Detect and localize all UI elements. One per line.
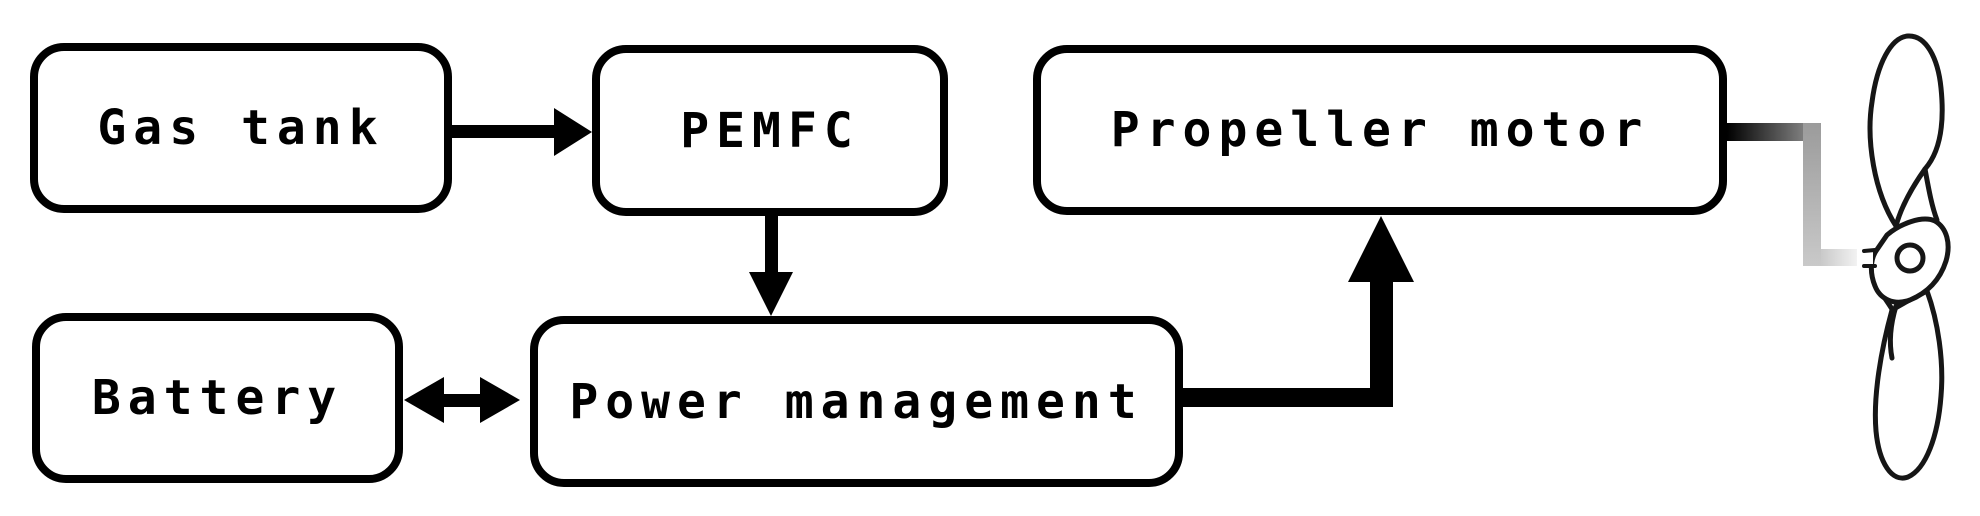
arrow-gas-to-pemfc-shaft [450, 125, 556, 138]
arrow-battery-power-head-right [480, 377, 520, 423]
node-power-management-label: Power management [569, 373, 1144, 430]
node-pemfc-label: PEMFC [680, 102, 860, 159]
arrow-gas-to-pemfc-head [554, 108, 592, 156]
node-battery-label: Battery [91, 370, 344, 426]
arrow-power-to-motor-vshaft [1370, 280, 1393, 407]
motor-shaft-connector-foot [1821, 249, 1857, 266]
motor-shaft-connector-vertical [1803, 123, 1821, 266]
propeller-lower-blade [1872, 288, 1945, 481]
propeller-hub-notch [1862, 252, 1873, 265]
propeller-hub-notch-stub-top [1862, 248, 1877, 253]
node-pemfc: PEMFC [592, 45, 948, 216]
motor-shaft-connector-horizontal [1727, 123, 1821, 141]
node-gas-tank-label: Gas tank [97, 100, 385, 156]
node-gas-tank: Gas tank [30, 43, 452, 213]
propeller-hub-hole [1894, 242, 1926, 274]
node-propeller-motor-label: Propeller motor [1110, 102, 1650, 158]
node-battery: Battery [32, 313, 403, 483]
arrow-battery-power-shaft [444, 394, 480, 407]
arrow-power-to-motor-head [1348, 216, 1414, 282]
node-power-management: Power management [530, 316, 1183, 487]
propeller-upper-neck [1922, 166, 1940, 223]
arrow-power-to-motor-hbar [1183, 388, 1393, 407]
node-propeller-motor: Propeller motor [1033, 45, 1727, 215]
arrow-pemfc-to-power-shaft [765, 213, 778, 273]
arrow-battery-power-head-left [404, 377, 444, 423]
arrow-pemfc-to-power-head [749, 272, 793, 316]
propeller-icon [1862, 33, 1951, 481]
